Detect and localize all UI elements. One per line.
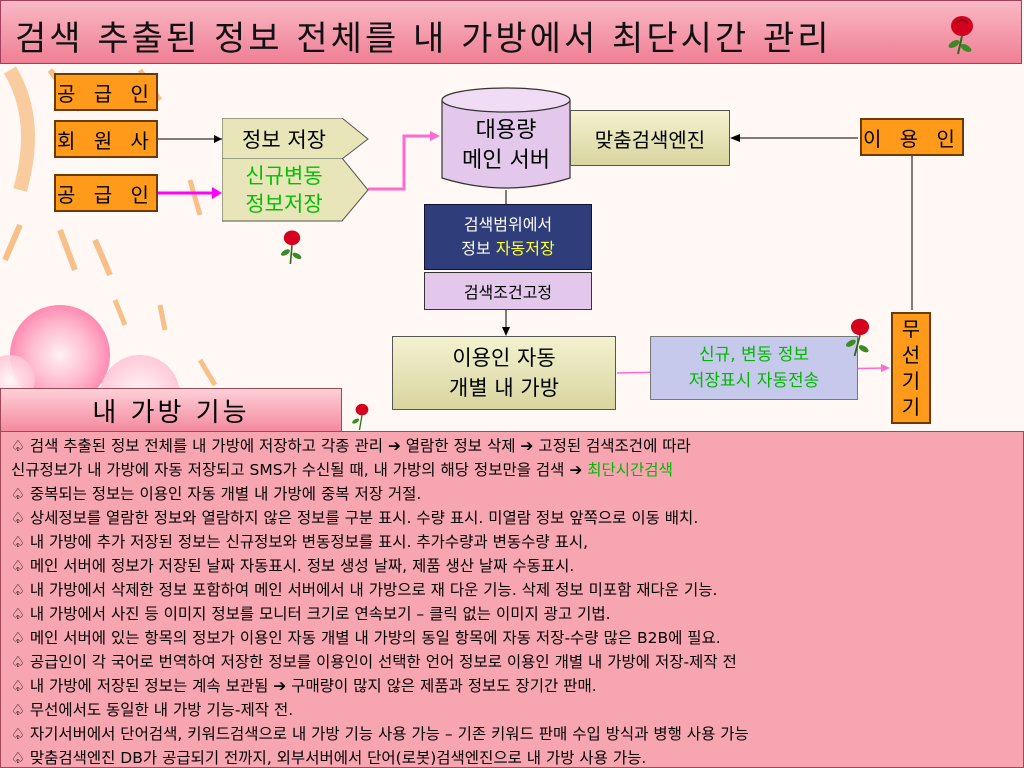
bullet-text: ♤ 무선에서도 동일한 내 가방 기능-제작 전. [11,701,294,719]
title-bar: 검색 추출된 정보 전체를 내 가방에서 최단시간 관리 [0,0,1022,64]
supplier-top-box: 공 급 인 [54,73,158,111]
bullet-line: ♤ 공급인이 각 국어로 번역하여 저장한 정보를 이용인이 선택한 언어 정보… [11,650,737,672]
bullet-line: ♤ 중복되는 정보는 이용인 자동 개별 내 가방에 중복 저장 거절. [11,482,421,504]
section-title: 내 가방 기능 [0,388,342,432]
rose-icon [845,318,870,357]
page-title: 검색 추출된 정보 전체를 내 가방에서 최단시간 관리 [15,19,832,59]
bullet-text: ♤ 자기서버에서 단어검색, 키워드검색으로 내 가방 기능 사용 가능 – 기… [11,725,749,743]
bullet-line: ♤ 검색 추출된 정보 전체를 내 가방에 저장하고 각종 관리 ➔ 열람한 정… [11,434,691,456]
bullet-line: ♤ 내 가방에 추가 저장된 정보는 신규정보와 변동정보를 표시. 추가수량과… [11,530,588,552]
notify-line2: 저장표시 자동전송 [688,371,820,391]
search-range-box: 검색범위에서 정보 자동저장 [424,204,592,270]
bag-line2: 개별 내 가방 [449,376,559,400]
search-range-line2: 정보 자동저장 [461,237,554,261]
new-change-line1: 신규변동 [245,164,323,188]
wireless-char-4: 기 [901,395,921,419]
bullet-text: ♤ 내 가방에 추가 저장된 정보는 신규정보와 변동정보를 표시. 추가수량과… [11,533,589,551]
new-change-label: 신규변동 정보저장 [222,158,346,222]
fixed-condition-box: 검색조건고정 [424,272,592,310]
bullet-line: ♤ 상세정보를 열람한 정보와 열람하지 않은 정보를 구분 표시. 수량 표시… [11,506,698,528]
bullet-text: ♤ 맞춤검색엔진 DB가 공급되기 전까지, 외부서버에서 단어(로봇)검색엔진… [11,749,647,767]
bullet-line: ♤ 내 가방에서 삭제한 정보 포함하여 메인 서버에서 내 가방으로 재 다운… [11,578,717,600]
bullet-line: ♤ 내 가방에서 사진 등 이미지 정보를 모니터 크기로 연속보기 – 클릭 … [11,602,611,624]
search-engine-box: 맞춤검색엔진 [570,110,730,166]
notify-line1: 신규, 변동 정보 [698,345,810,365]
bullet-line: ♤ 내 가방에 저장된 정보는 계속 보관됨 ➔ 구매량이 많지 않은 제품과 … [11,674,597,696]
bag-box: 이용인 자동 개별 내 가방 [392,336,616,410]
new-change-line2: 정보저장 [245,192,323,216]
bullet-line: ♤ 자기서버에서 단어검색, 키워드검색으로 내 가방 기능 사용 가능 – 기… [11,722,749,744]
database-cylinder-icon [441,87,571,189]
notify-box: 신규, 변동 정보 저장표시 자동전송 [650,336,858,400]
user-box: 이 용 인 [860,118,964,156]
bullet-text: ♤ 메인 서버에 있는 항목의 정보가 이용인 자동 개별 내 가방의 동일 항… [11,629,721,647]
rose-icon [281,230,302,265]
rose-icon [948,16,973,55]
bullet-line: ♤ 메인 서버에 있는 항목의 정보가 이용인 자동 개별 내 가방의 동일 항… [11,626,721,648]
bullet-text: 신규정보가 내 가방에 자동 저장되고 SMS가 수신될 때, 내 가방의 해당… [11,461,588,479]
bullet-line: ♤ 무선에서도 동일한 내 가방 기능-제작 전. [11,698,293,720]
new-change-shape [222,158,369,222]
bullet-line: 신규정보가 내 가방에 자동 저장되고 SMS가 수신될 때, 내 가방의 해당… [11,458,673,480]
server-label: 대용량 메인 서버 [440,108,572,184]
section-title-text: 내 가방 기능 [92,397,250,428]
supplier-bottom-box: 공 급 인 [54,174,158,212]
search-range-highlight: 자동저장 [495,239,555,258]
bullet-text: ♤ 공급인이 각 국어로 번역하여 저장한 정보를 이용인이 선택한 언어 정보… [11,653,737,671]
bag-line1: 이용인 자동 [452,346,556,370]
bullet-line: ♤ 메인 서버에 정보가 저장된 날짜 자동표시. 정보 생성 날짜, 제품 생… [11,554,574,576]
bullet-text: ♤ 메인 서버에 정보가 저장된 날짜 자동표시. 정보 생성 날짜, 제품 생… [11,557,575,575]
bullet-text: ♤ 내 가방에 저장된 정보는 계속 보관됨 ➔ 구매량이 많지 않은 제품과 … [11,677,597,695]
wireless-char-1: 무 [901,317,921,341]
member-box: 회 원 사 [54,120,158,158]
rose-icon [352,403,369,431]
wireless-char-3: 기 [901,369,921,393]
search-range-line2-prefix: 정보 [461,239,496,258]
bullet-text: ♤ 내 가방에서 사진 등 이미지 정보를 모니터 크기로 연속보기 – 클릭 … [11,605,611,623]
bullet-line: ♤ 맞춤검색엔진 DB가 공급되기 전까지, 외부서버에서 단어(로봇)검색엔진… [11,746,646,768]
info-save-label: 정보 저장 [242,128,326,152]
wireless-char-2: 선 [901,343,921,367]
search-range-line1: 검색범위에서 [463,215,553,234]
bullet-text: ♤ 상세정보를 열람한 정보와 열람하지 않은 정보를 구분 표시. 수량 표시… [11,509,699,527]
bullet-text: ♤ 검색 추출된 정보 전체를 내 가방에 저장하고 각종 관리 ➔ 열람한 정… [11,437,691,455]
features-panel: ♤ 검색 추출된 정보 전체를 내 가방에 저장하고 각종 관리 ➔ 열람한 정… [0,431,1024,768]
bullet-highlight: 최단시간검색 [587,461,673,479]
bullet-text: ♤ 중복되는 정보는 이용인 자동 개별 내 가방에 중복 저장 거절. [11,485,422,503]
server-line2: 메인 서버 [462,148,550,173]
info-save-shape [222,118,369,160]
server-line1: 대용량 [475,118,537,143]
wireless-device-box: 무 선 기 기 [891,312,931,424]
bullet-text: ♤ 내 가방에서 삭제한 정보 포함하여 메인 서버에서 내 가방으로 재 다운… [11,581,718,599]
